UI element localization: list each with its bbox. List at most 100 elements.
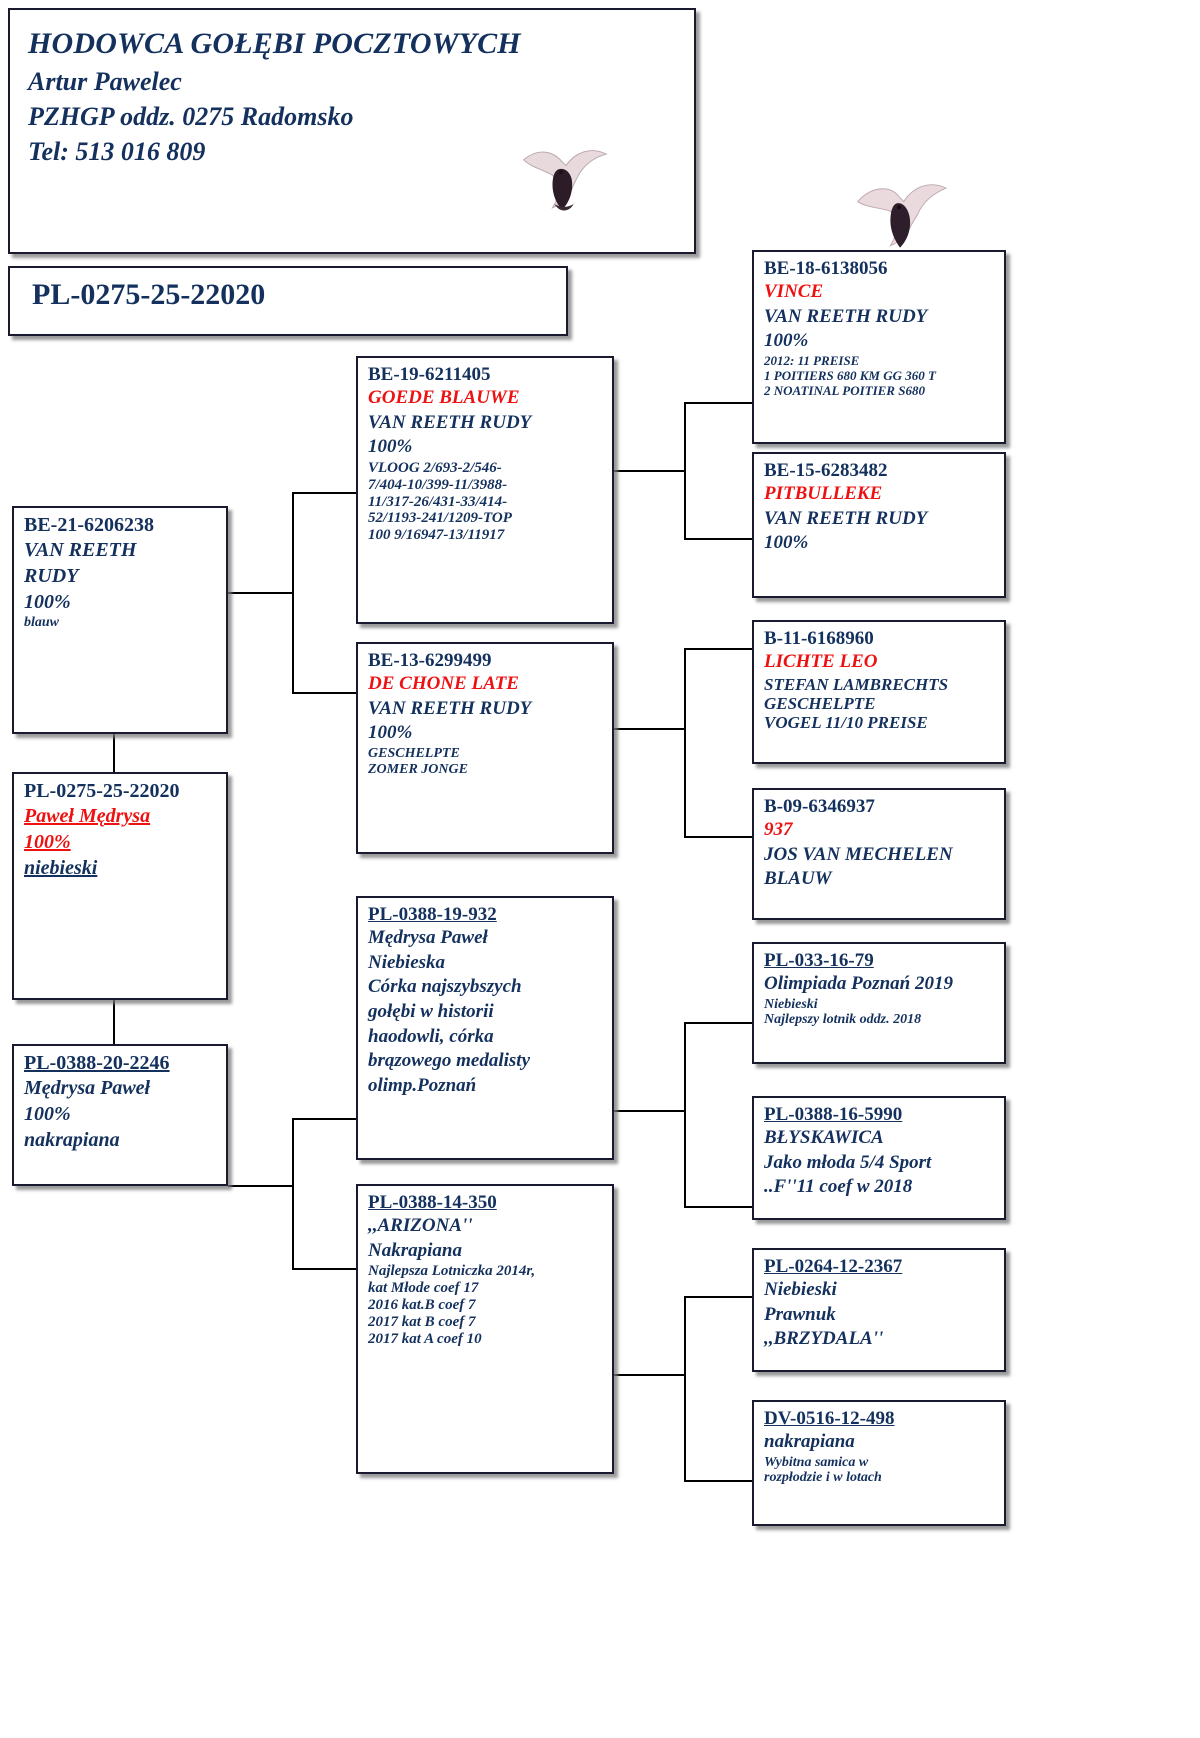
connector-pl350-bracket [684,1296,686,1482]
gen3-pl033-detail-2: Najlepszy lotnik oddz. 2018 [764,1012,922,1028]
connector-be19-stub [614,470,686,472]
sire-ring: BE-21-6206238 [24,514,154,536]
gen2-box-pl350[interactable]: PL-0388-14-350 ,,ARIZONA'' Nakrapiana Na… [356,1184,614,1474]
gen2-be19-nickname: GOEDE BLAUWE [368,387,520,408]
gen2-pl932-line-1: Mędrysa Paweł [368,927,488,948]
gen2-pl350-detail-3: 2016 kat.B coef 7 [368,1296,476,1313]
gen3-be18-detail-1: 2012: 11 PREISE [764,353,860,369]
gen3-pl0264-ring: PL-0264-12-2367 [764,1256,903,1277]
gen3-b11-detail-3: VOGEL 11/10 PREISE [764,712,928,732]
connector-be19-bracket [684,402,686,540]
gen3-be18-nickname: VINCE [764,281,824,302]
gen3-b11-ring: B-11-6168960 [764,628,874,649]
gen2-be19-strain: VAN REETH RUDY [368,411,532,433]
gen2-be19-detail-2: 7/404-10/399-11/3988- [368,476,508,493]
sire-box[interactable]: BE-21-6206238 VAN REETH RUDY 100% blauw [12,506,228,734]
dam-ring: PL-0388-20-2246 [24,1052,170,1074]
connector-dam-to-pl350 [292,1268,358,1270]
gen3-be15-strain: VAN REETH RUDY [764,507,928,529]
gen3-pl033-title: Olimpiada Poznań 2019 [764,973,953,994]
gen2-be13-detail-2: ZOMER JONGE [368,761,468,777]
gen3-b09-color: BLAUW [764,868,832,890]
gen3-b09-ring: B-09-6346937 [764,796,875,817]
connector-be19-to-be18 [684,402,752,404]
self-ring: PL-0275-25-22020 [24,780,180,802]
gen3-be18-detail-2: 1 POITIERS 680 KM GG 360 T [764,368,936,383]
gen2-box-be13[interactable]: BE-13-6299499 DE CHONE LATE VAN REETH RU… [356,642,614,854]
gen3-be15-percent: 100% [764,532,809,554]
gen3-box-pl0264[interactable]: PL-0264-12-2367 Niebieski Prawnuk ,,BRZY… [752,1248,1006,1372]
gen2-pl932-line-6: brązowego medalisty [368,1050,531,1072]
connector-be19-to-be15 [684,538,752,540]
gen3-pl0264-nickname: ,,BRZYDALA'' [764,1328,884,1350]
gen3-pl5990-detail-1: Jako młoda 5/4 Sport [764,1151,932,1173]
gen3-pl5990-ring: PL-0388-16-5990 [764,1104,903,1125]
connector-be13-stub [614,728,686,730]
connector-dam-stub [228,1185,294,1187]
connector-be13-to-b11 [684,648,752,650]
gen3-box-pl5990[interactable]: PL-0388-16-5990 BŁYSKAWICA Jako młoda 5/… [752,1096,1006,1220]
dam-box[interactable]: PL-0388-20-2246 Mędrysa Paweł 100% nakra… [12,1044,228,1186]
self-percent: 100% [24,831,71,853]
gen2-box-be19[interactable]: BE-19-6211405 GOEDE BLAUWE VAN REETH RUD… [356,356,614,624]
gen3-dv0516-color: nakrapiana [764,1431,855,1452]
gen2-be19-detail-1: VLOOG 2/693-2/546- [368,460,502,477]
gen2-be13-percent: 100% [368,722,413,744]
connector-dam-to-self [113,1000,115,1048]
connector-dam-to-pl932 [292,1118,358,1120]
self-color: niebieski [24,857,98,879]
connector-pl932-bracket [684,1022,686,1208]
gen3-be18-percent: 100% [764,330,809,352]
subject-ring-box: PL-0275-25-22020 [8,266,568,336]
gen3-pl0264-color: Niebieski [764,1279,837,1300]
gen3-b09-nickname: 937 [764,819,793,840]
gen2-pl350-detail-1: Najlepsza Lotniczka 2014r, [368,1263,536,1280]
gen3-box-dv0516[interactable]: DV-0516-12-498 nakrapiana Wybitna samica… [752,1400,1006,1526]
sire-line-2: RUDY [24,565,79,587]
gen2-be19-detail-4: 52/1193-241/1209-TOP [368,510,512,527]
gen3-b11-detail-1: STEFAN LAMBRECHTS [764,674,949,694]
connector-sire-to-be13 [292,692,358,694]
connector-pl932-to-pl033 [684,1022,752,1024]
gen2-pl932-line-4: gołębi w historii [368,1001,494,1023]
gen2-pl350-color: Nakrapiana [368,1239,462,1261]
breeder-name: Artur Pawelec [28,66,182,96]
gen3-pl033-detail-1: Niebieski [764,996,818,1012]
connector-pl350-to-pl0264 [684,1296,752,1298]
gen3-dv0516-detail-1: Wybitna samica w [764,1454,869,1470]
gen3-b11-nickname: LICHTE LEO [764,651,878,672]
gen3-box-pl033[interactable]: PL-033-16-79 Olimpiada Poznań 2019 Niebi… [752,942,1006,1064]
gen3-be18-detail-3: 2 NOATINAL POITIER S680 [764,382,925,398]
gen2-box-pl932[interactable]: PL-0388-19-932 Mędrysa Paweł Niebieska C… [356,896,614,1160]
gen2-be13-nickname: DE CHONE LATE [368,673,519,694]
gen2-pl932-line-5: haodowli, córka [368,1025,494,1047]
gen3-box-be18[interactable]: BE-18-6138056 VINCE VAN REETH RUDY 100% … [752,250,1006,444]
connector-sire-stub [228,592,294,594]
gen3-be15-nickname: PITBULLEKE [764,483,883,504]
gen2-be19-detail-3: 11/317-26/431-33/414- [368,493,508,510]
gen2-pl932-line-2: Niebieska [368,951,446,973]
dam-line-1: Mędrysa Paweł [24,1077,151,1099]
gen2-be19-detail-5: 100 9/16947-13/11917 [368,527,505,544]
connector-sire-bracket [292,492,294,694]
connector-be13-to-b09 [684,836,752,838]
subject-ring-number: PL-0275-25-22020 [32,278,266,311]
gen3-box-b09[interactable]: B-09-6346937 937 JOS VAN MECHELEN BLAUW [752,788,1006,920]
gen3-be15-ring: BE-15-6283482 [764,460,888,481]
header-title: HODOWCA GOŁĘBI POCZTOWYCH [28,27,521,60]
gen3-b09-breeder: JOS VAN MECHELEN [764,843,953,865]
connector-pl350-stub [614,1374,686,1376]
self-box[interactable]: PL-0275-25-22020 Paweł Mędrysa 100% nieb… [12,772,228,1000]
gen2-pl350-ring: PL-0388-14-350 [368,1192,497,1213]
gen3-be18-strain: VAN REETH RUDY [764,305,928,327]
sire-line-3: 100% [24,591,71,613]
pigeon-icon [516,140,612,218]
breeder-phone: Tel: 513 016 809 [28,137,206,167]
gen2-be13-detail-1: GESCHELPTE [368,746,460,762]
gen3-box-be15[interactable]: BE-15-6283482 PITBULLEKE VAN REETH RUDY … [752,452,1006,598]
gen3-box-b11[interactable]: B-11-6168960 LICHTE LEO STEFAN LAMBRECHT… [752,620,1006,764]
gen3-b11-detail-2: GESCHELPTE [764,693,876,713]
gen2-be19-ring: BE-19-6211405 [368,364,491,385]
gen2-pl932-line-3: Córka najszybszych [368,976,522,998]
gen2-pl932-ring: PL-0388-19-932 [368,904,497,925]
